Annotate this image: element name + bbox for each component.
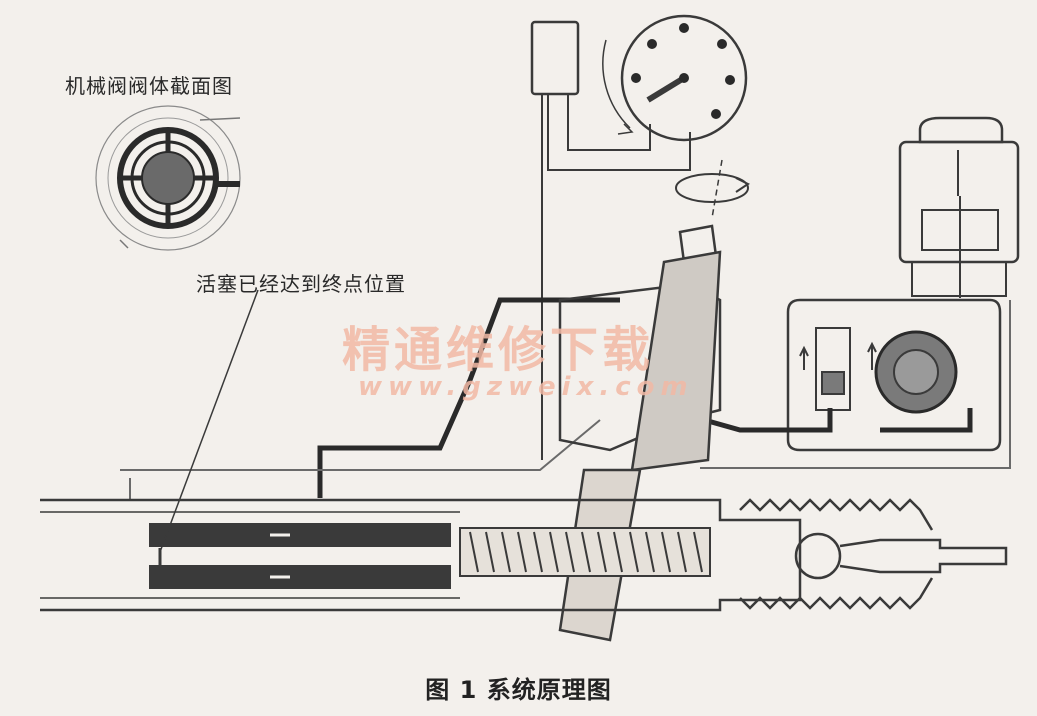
watermark-url: www.gzweix.com: [358, 372, 694, 402]
rack-housing: [40, 498, 802, 612]
rack-gear: [459, 527, 711, 577]
piston-leader-line: [159, 289, 259, 553]
return-lines: [120, 300, 1011, 500]
figure-caption: 图 1 系统原理图: [425, 676, 612, 704]
bellows-boot: [739, 498, 934, 610]
watermark-title: 精通维修下载: [342, 322, 655, 378]
rotation-arrow: [675, 159, 750, 219]
valve-cross-section: [95, 105, 241, 251]
sensor-unit: [530, 20, 691, 460]
piston-status-label: 活塞已经达到终点位置: [196, 272, 406, 296]
tie-rod: [794, 532, 1008, 580]
fluid-reservoir: [898, 116, 1020, 298]
valve-section-title: 机械阀阀体截面图: [65, 74, 233, 98]
hydraulic-pump: [786, 298, 1002, 452]
rotation-dial: [602, 14, 748, 142]
